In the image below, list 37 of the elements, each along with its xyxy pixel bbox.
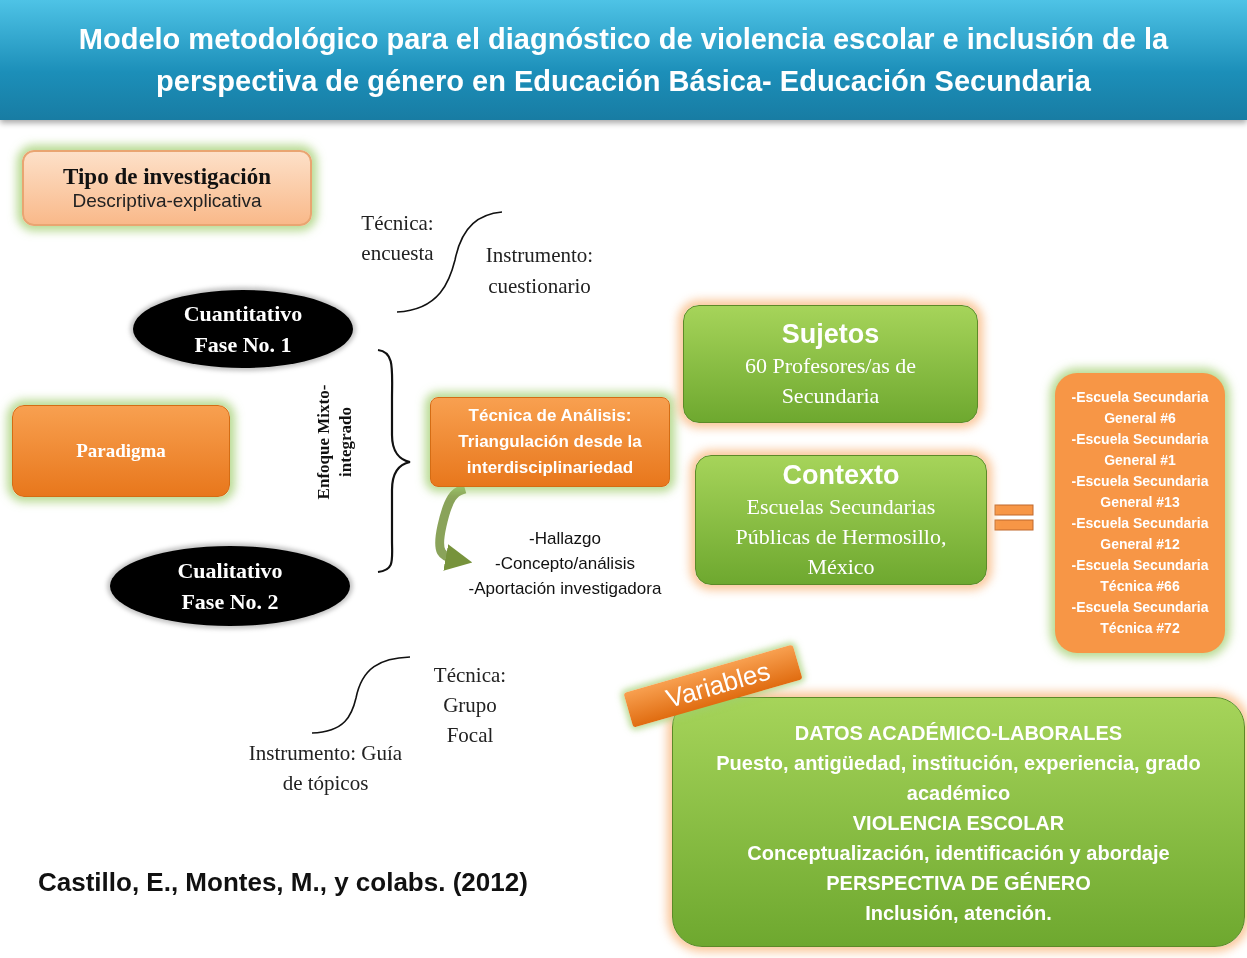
- process-box: [695, 455, 987, 585]
- list-item: -Escuela Secundaria Técnica #72: [1070, 598, 1210, 638]
- box-heading: Tipo de investigación: [63, 164, 271, 190]
- list-item: -Escuela Secundaria Técnica #66: [1070, 556, 1210, 596]
- section-text: Conceptualización, identificación y abordaje: [746, 841, 1171, 866]
- list-item: -Concepto/análisis: [494, 552, 636, 575]
- process-box: [683, 305, 978, 423]
- list-item: -Aportación investigadora: [467, 577, 663, 600]
- list-item: -Escuela Secundaria General #13: [1070, 472, 1210, 512]
- annotation: Técnica: encuesta: [360, 210, 435, 267]
- process-box: [22, 150, 312, 226]
- box-heading: Contexto: [782, 459, 900, 492]
- section-text: Puesto, antigüedad, institución, experiencia, grado académico: [715, 751, 1202, 806]
- annotation: Técnica: Grupo Focal: [432, 662, 508, 749]
- citation: Castillo, E., Montes, M., y colabs. (2012): [38, 866, 529, 899]
- title: Modelo metodológico para el diagnóstico de violencia escolar e inclusión de la perspectiva de género en Educación Básica- Educación Secundaria: [77, 22, 1170, 99]
- box-text: Descriptiva-explicativa: [72, 190, 262, 212]
- node-label: Cualitativo Fase No. 2: [176, 557, 284, 616]
- box-text: 60 Profesores/as de Secundaria: [743, 352, 918, 410]
- node-label: Paradigma: [76, 440, 166, 462]
- annotation: Instrumento: cuestionario: [484, 242, 595, 300]
- box-text: Escuelas Secundarias Públicas de Hermosillo, México: [734, 493, 948, 581]
- section-heading: PERSPECTIVA DE GÉNERO: [825, 871, 1092, 896]
- process-box: [430, 397, 670, 487]
- process-box: [12, 405, 230, 497]
- list-item: -Escuela Secundaria General #1: [1070, 430, 1210, 470]
- list-panel: [1055, 373, 1225, 653]
- list-item: -Escuela Secundaria General #12: [1070, 514, 1210, 554]
- list-item: -Hallazgo: [528, 527, 602, 550]
- rotated-label: Enfoque Mixto-integrado: [313, 383, 356, 502]
- node-label: Cuantitativo Fase No. 1: [182, 300, 304, 359]
- section-text: Inclusión, atención.: [864, 901, 1053, 926]
- section-heading: VIOLENCIA ESCOLAR: [851, 811, 1066, 836]
- annotation: Instrumento: Guía de tópicos: [248, 740, 403, 797]
- node-label: Técnica de Análisis: Triangulación desde la interdisciplinariedad: [457, 405, 643, 479]
- list-item: -Escuela Secundaria General #6: [1070, 388, 1210, 428]
- box-heading: Sujetos: [781, 318, 880, 351]
